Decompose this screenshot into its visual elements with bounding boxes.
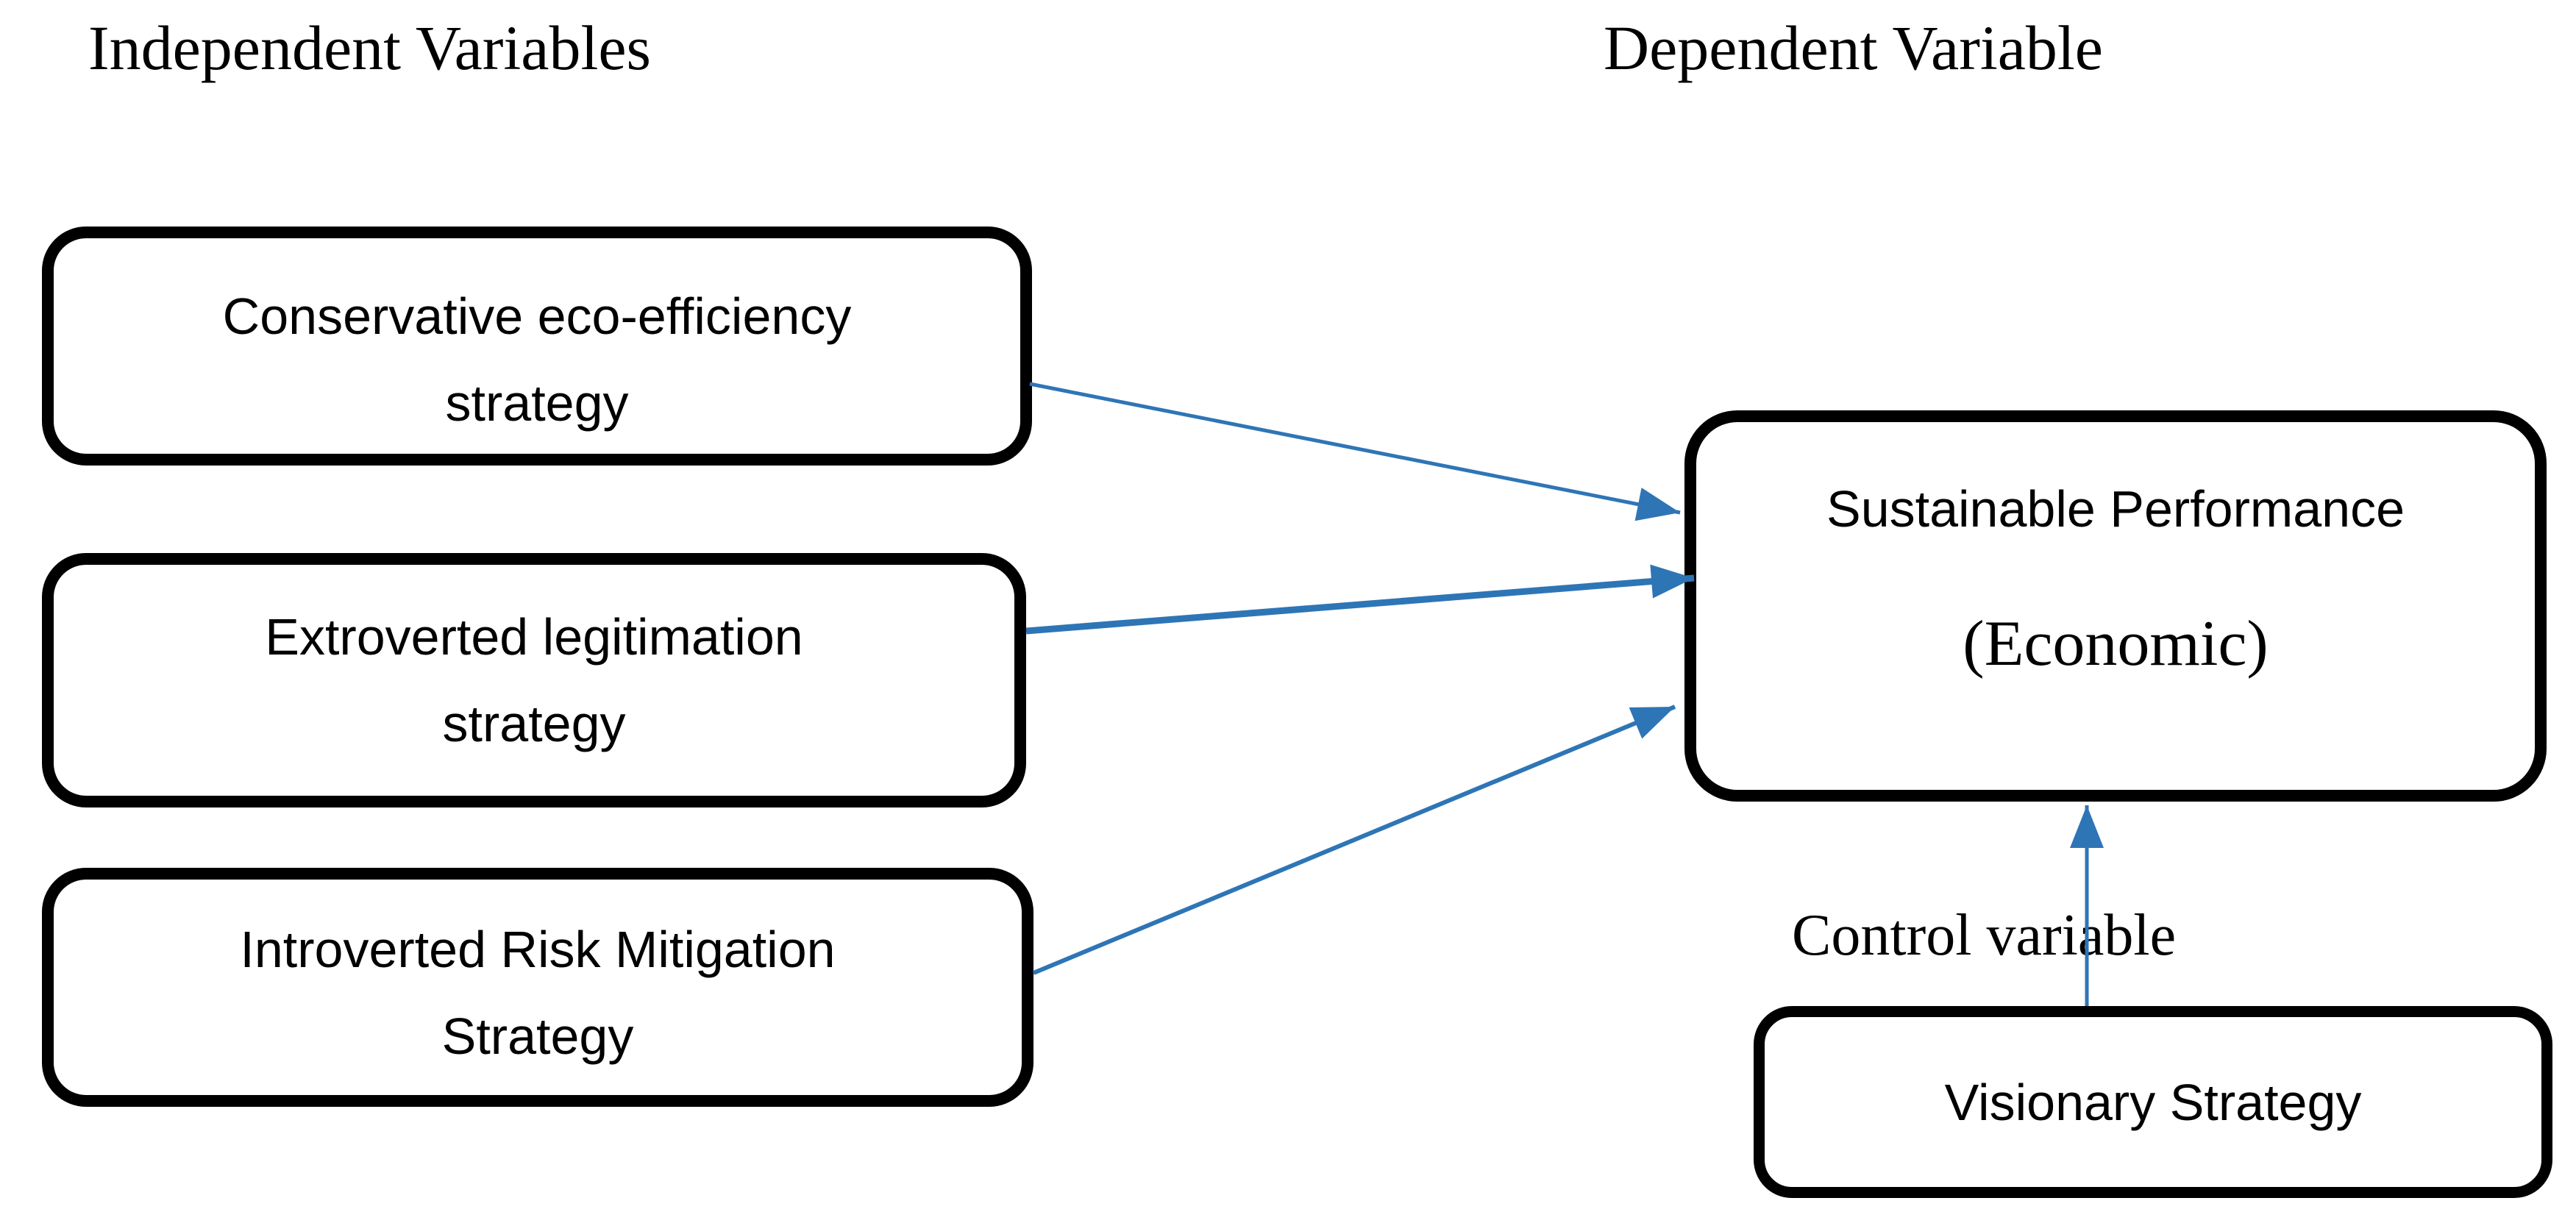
box-sustainable-performance-economic: Sustainable Performance (Economic) [1684,410,2547,802]
arrow-extroverted-to-performance [1025,564,1695,635]
heading-independent-variables: Independent Variables [88,13,651,83]
box-visionary-strategy: Visionary Strategy [1754,1006,2552,1198]
box-text-line: Visionary Strategy [1944,1073,2362,1131]
box-text-line: strategy [442,695,626,752]
box-text-line: Extroverted legitimation [265,608,803,666]
label-control-variable: Control variable [1792,903,2177,968]
box-text-line: (Economic) [1963,607,2269,680]
box-extroverted-legitimation-strategy: Extroverted legitimation strategy [42,553,1026,807]
arrow-introverted-to-performance [1032,705,1676,975]
box-text-line: Conservative eco-efficiency [222,287,852,345]
box-text-line: strategy [445,374,629,432]
arrow-conservative-to-performance [1029,382,1681,521]
box-conservative-eco-efficiency-strategy: Conservative eco-efficiency strategy [42,227,1032,466]
box-text-line: Introverted Risk Mitigation [240,920,836,978]
heading-dependent-variable: Dependent Variable [1604,13,2103,83]
box-text-line: Sustainable Performance [1826,479,2405,538]
box-text-line: Strategy [441,1007,634,1065]
box-introverted-risk-mitigation-strategy: Introverted Risk Mitigation Strategy [42,868,1033,1107]
